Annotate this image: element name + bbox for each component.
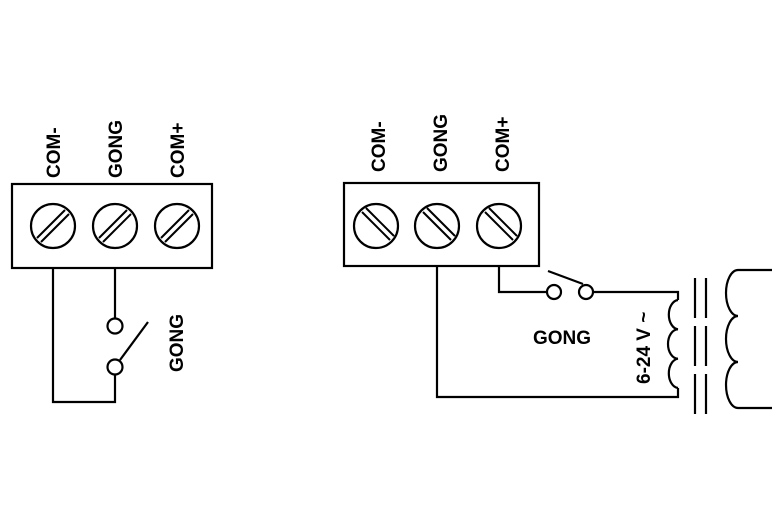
right-terminal-block [342,181,541,268]
right-switch-lever [547,269,584,286]
right-screw-com-minus [352,202,400,250]
left-label-com-plus: COM+ [168,123,189,178]
left-label-com-minus: COM- [44,127,65,178]
left-screw-com-plus [153,202,201,250]
left-label-gong: GONG [106,120,127,178]
right-switch-label: GONG [533,328,591,349]
right-label-gong: GONG [431,114,452,172]
right-screw-gong [413,202,461,250]
right-label-com-plus: COM+ [493,117,514,172]
left-switch-label: GONG [167,314,188,372]
right-diagram: COM- GONG COM+ [342,114,772,414]
right-wiring [435,266,680,399]
left-screw-gong [91,202,139,250]
left-terminal-block [10,182,214,270]
left-switch-lever [119,321,149,361]
transformer-icon [666,268,772,414]
transformer-voltage-label: 6-24 V ~ [634,312,655,384]
right-screw-com-plus [475,202,523,250]
right-label-com-minus: COM- [369,121,390,172]
left-diagram: COM- GONG COM+ GONG [10,120,214,404]
left-screw-com-minus [29,202,77,250]
left-wiring [51,268,149,404]
